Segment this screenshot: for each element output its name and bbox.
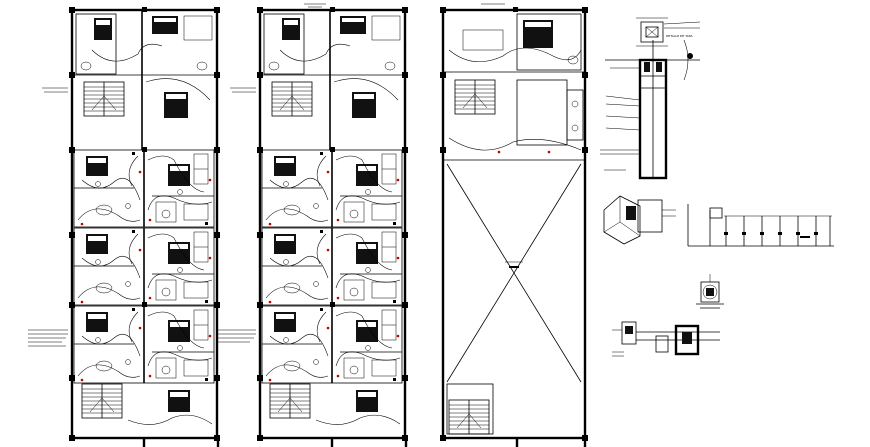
detail-tapa: DETALLE DE TAPA (636, 17, 701, 47)
detail-tapa-label: DETALLE DE TAPA (666, 34, 693, 38)
detail-caja (603, 195, 676, 245)
detail-medidor (612, 321, 720, 357)
annotation-left-1 (28, 87, 68, 347)
detail-diagrama (687, 204, 834, 247)
detail-empalme (696, 274, 724, 309)
floor-plan-roof (440, 3, 588, 447)
floor-plan-2 (216, 3, 408, 447)
annotation-left-2 (216, 87, 256, 343)
detail-pozo (600, 39, 700, 180)
floor-plan-1 (28, 7, 220, 447)
